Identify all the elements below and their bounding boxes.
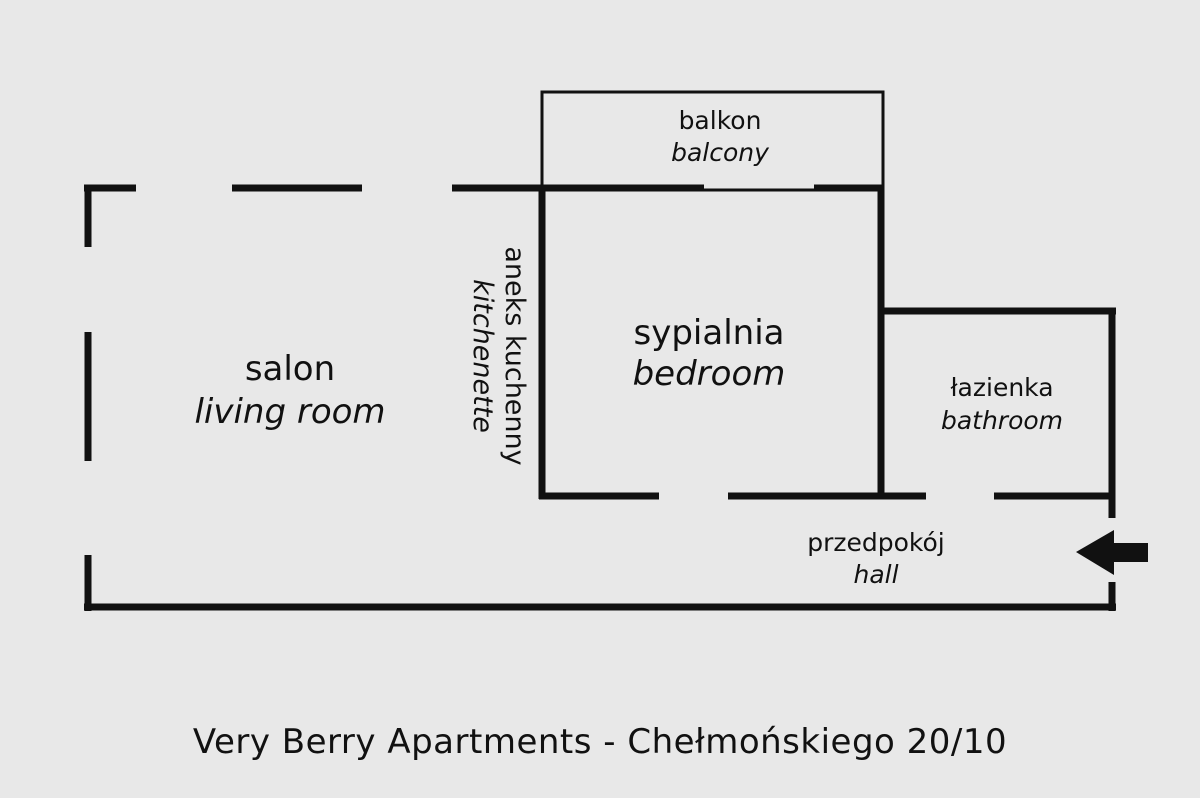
balcony-outline (540, 90, 885, 192)
balcony-label-pl: balkon (679, 106, 762, 135)
hall-label-en: hall (853, 560, 898, 589)
balcony-label-en: balcony (671, 138, 770, 167)
bedroom-label-en: bedroom (633, 354, 786, 394)
bedroom-label-pl: sypialnia (634, 313, 785, 353)
kitchenette-label-pl: aneks kuchenny (499, 246, 530, 465)
kitchenette-label-en: kitchenette (467, 279, 498, 433)
living-room-label-pl: salon (245, 349, 335, 389)
kitchenette-labels: aneks kuchenny kitchenette (467, 246, 530, 465)
entrance-arrow-icon (1076, 530, 1148, 575)
bathroom-label-pl: łazienka (950, 373, 1053, 402)
living-room-label-en: living room (194, 392, 385, 432)
footer-title: Very Berry Apartments - Chełmońskiego 20… (192, 722, 1008, 762)
bathroom-label-en: bathroom (941, 406, 1063, 435)
hall-label-pl: przedpokój (807, 528, 945, 557)
bedroom-walls (538, 185, 926, 500)
bathroom-walls (878, 307, 1116, 611)
